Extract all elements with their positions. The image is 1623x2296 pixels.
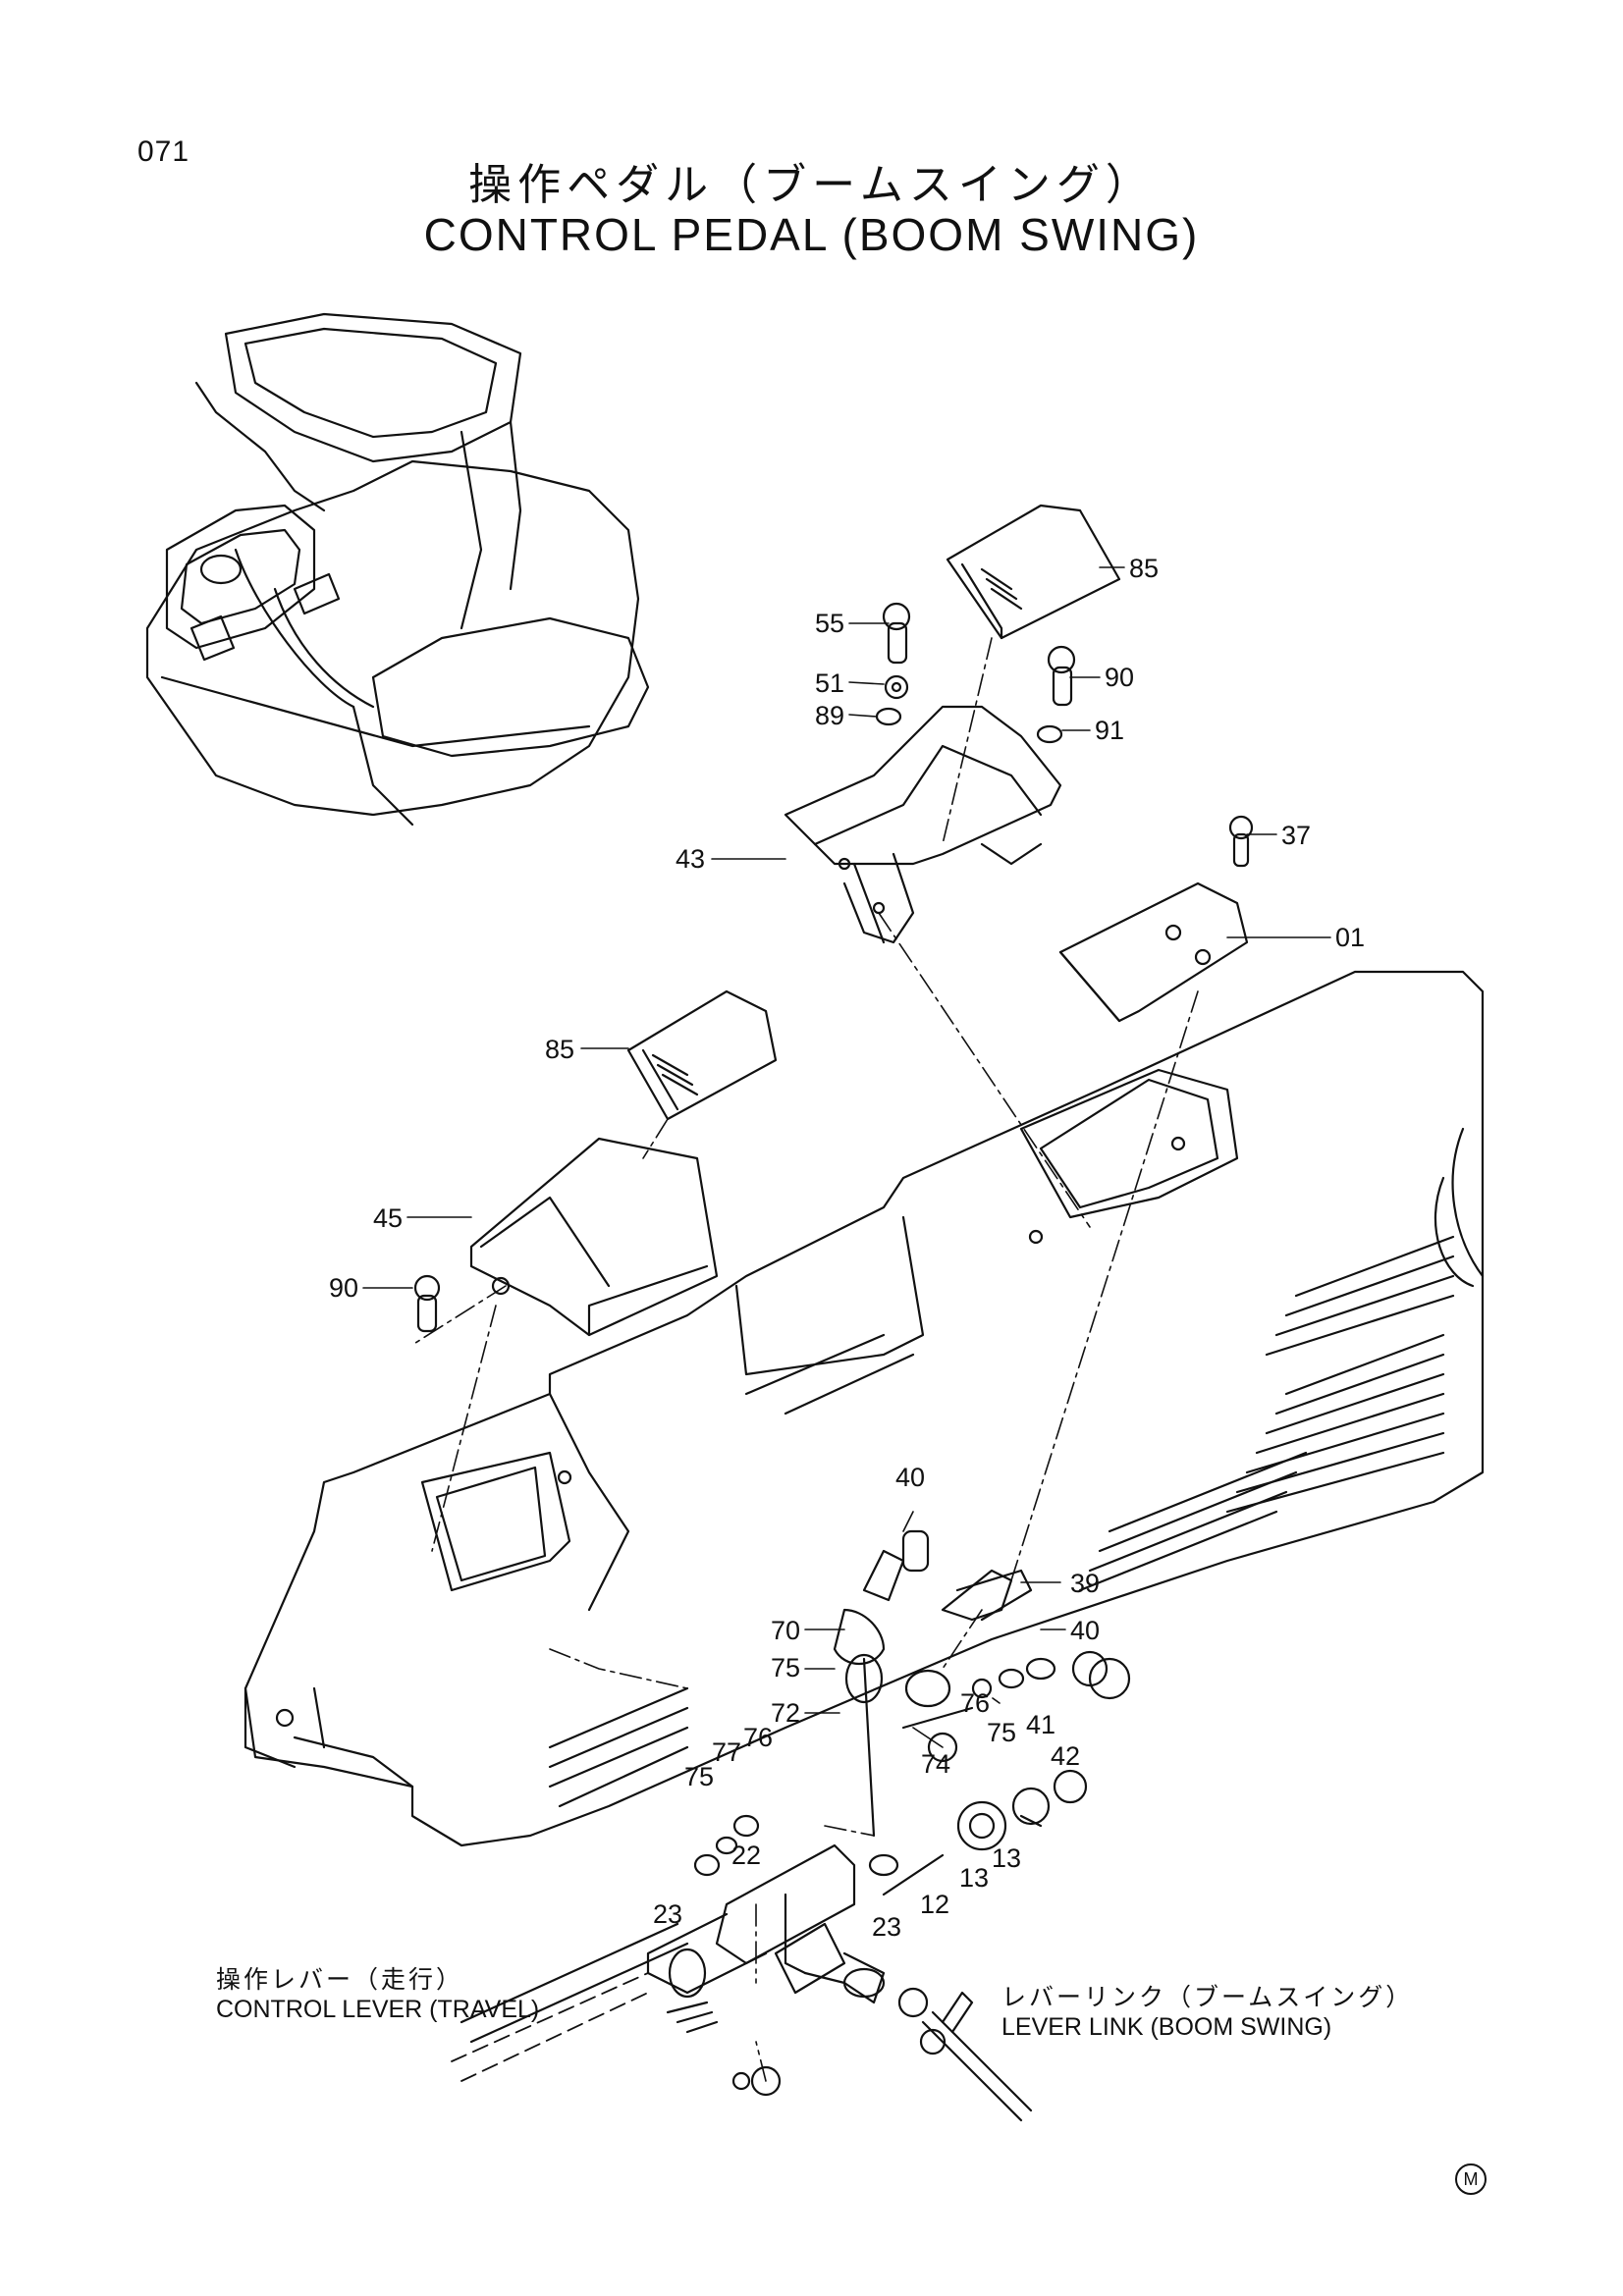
- callout-13-left: 13: [959, 1863, 990, 1893]
- linkage-mechanism: [460, 1529, 1131, 2122]
- callout-45: 45: [373, 1203, 404, 1233]
- callout-40-top: 40: [895, 1463, 926, 1492]
- callout-75-right: 75: [987, 1718, 1017, 1747]
- callout-22: 22: [731, 1841, 762, 1870]
- note-lever-link-boom-swing-jp: レバーリンク（ブームスイング）: [1001, 1983, 1414, 2011]
- callout-85-lower: 85: [545, 1035, 575, 1064]
- callout-37: 37: [1281, 821, 1312, 850]
- callout-75-upper: 75: [771, 1653, 801, 1682]
- callout-12: 12: [920, 1890, 950, 1919]
- callout-51: 51: [815, 668, 845, 698]
- page-title-english: CONTROL PEDAL (BOOM SWING): [423, 209, 1200, 260]
- page-number: 071: [137, 135, 190, 168]
- note-control-lever-travel: 操作レバー（走行） CONTROL LEVER (TRAVEL): [216, 1965, 539, 2024]
- callout-55: 55: [815, 609, 845, 638]
- callout-72: 72: [771, 1698, 801, 1728]
- callout-42: 42: [1051, 1741, 1081, 1771]
- callout-13-right: 13: [992, 1843, 1022, 1873]
- callout-91: 91: [1095, 716, 1125, 745]
- callout-75-left: 75: [684, 1762, 715, 1791]
- callout-76-left: 76: [743, 1723, 774, 1752]
- connecting-rods: [451, 1972, 649, 2082]
- note-control-lever-travel-en: CONTROL LEVER (TRAVEL): [216, 1996, 540, 2023]
- callout-70: 70: [771, 1616, 801, 1645]
- callout-23-left: 23: [653, 1899, 683, 1929]
- cab-console-illustration: [145, 312, 650, 827]
- callout-76-right: 76: [960, 1688, 991, 1718]
- pedal-cover-upper: [946, 504, 1121, 640]
- callout-43: 43: [676, 844, 706, 874]
- dash-dot-center-lines: [411, 637, 1199, 2082]
- callout-74: 74: [921, 1749, 951, 1779]
- callout-01: 01: [1335, 923, 1366, 952]
- note-lever-link-boom-swing-en: LEVER LINK (BOOM SWING): [1001, 2013, 1332, 2041]
- callout-23-right: 23: [872, 1912, 902, 1942]
- note-control-lever-travel-jp: 操作レバー（走行）: [216, 1965, 464, 1994]
- pedal-plate-small: [1058, 881, 1249, 1023]
- callout-40-right: 40: [1070, 1616, 1101, 1645]
- pedal-body: [469, 1137, 719, 1337]
- floor-plate: [243, 970, 1485, 1847]
- pedal-cover-lower: [626, 989, 778, 1121]
- callout-39: 39: [1070, 1569, 1101, 1598]
- callout-41: 41: [1026, 1710, 1056, 1739]
- pedal-bracket: [784, 705, 1062, 944]
- circled-m-mark: M: [1455, 2163, 1487, 2195]
- callout-85-upper: 85: [1129, 554, 1160, 583]
- leader-lines: [362, 566, 1331, 1748]
- note-lever-link-boom-swing: レバーリンク（ブームスイング） LEVER LINK (BOOM SWING): [1001, 1983, 1413, 2042]
- hardware-parts: [413, 602, 1254, 1333]
- page-title-japanese: 操作ペダル（ブームスイング）: [468, 160, 1155, 210]
- callout-90-upper: 90: [1105, 663, 1135, 692]
- callout-77: 77: [712, 1737, 742, 1767]
- callout-89: 89: [815, 701, 845, 730]
- callout-90-lower: 90: [329, 1273, 359, 1303]
